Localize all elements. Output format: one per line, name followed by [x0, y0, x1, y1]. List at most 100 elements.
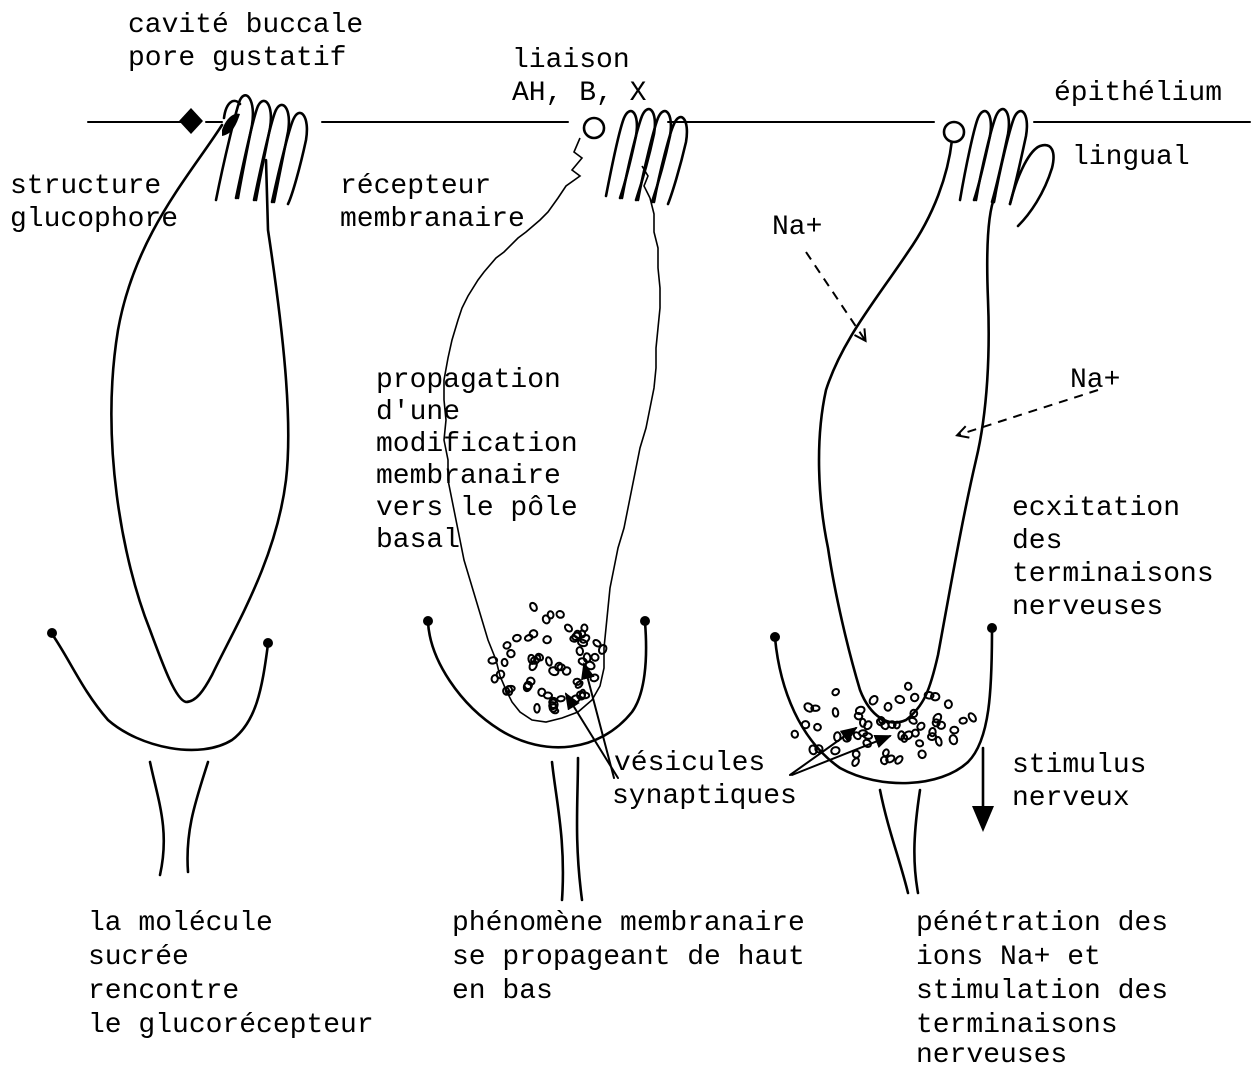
synaptic-vesicle — [863, 732, 873, 739]
label-membranaire: membranaire — [340, 204, 525, 235]
synaptic-vesicle — [831, 688, 840, 697]
vesicle-pointer-arrow-3 — [790, 728, 856, 775]
label-epithelium: épithélium — [1054, 78, 1222, 109]
na-entry-arrow-2 — [958, 390, 1098, 435]
svg-text:phénomène membranaire: phénomène membranaire — [452, 908, 805, 939]
label-recepteur: récepteur — [340, 171, 491, 202]
synaptic-vesicle — [950, 727, 958, 734]
synaptic-vesicle — [791, 730, 799, 738]
synaptic-vesicle — [801, 721, 809, 729]
synaptic-vesicle — [803, 702, 815, 714]
synaptic-vesicle — [895, 695, 905, 704]
synaptic-vesicle — [852, 731, 862, 741]
synaptic-vesicle — [967, 712, 977, 723]
vesicle-pointer-arrow-2 — [584, 664, 614, 778]
synaptic-vesicle — [909, 692, 919, 702]
synaptic-vesicle — [590, 674, 600, 683]
svg-text:synaptiques: synaptiques — [612, 781, 797, 812]
svg-text:propagation: propagation — [376, 365, 561, 396]
receptor-site-circle — [584, 118, 604, 138]
caption-step-1: la molécule sucrée rencontre le glucoréc… — [88, 908, 374, 1041]
svg-text:modification: modification — [376, 429, 578, 460]
synaptic-vesicle — [832, 708, 839, 717]
synaptic-vesicle — [506, 649, 516, 659]
receptor-site-circle-3 — [944, 122, 964, 142]
synaptic-vesicle — [557, 696, 565, 702]
caption-step-2: phénomène membranaire se propageant de h… — [452, 908, 805, 1007]
svg-text:rencontre: rencontre — [88, 976, 239, 1007]
svg-text:terminaisons: terminaisons — [916, 1010, 1118, 1041]
svg-text:pénétration des: pénétration des — [916, 908, 1168, 939]
synaptic-vesicle — [523, 681, 533, 693]
synaptic-vesicle — [917, 749, 927, 759]
synaptic-vesicles-cell-2 — [488, 602, 608, 714]
synaptic-vesicle — [894, 755, 904, 765]
synaptic-vesicle — [929, 728, 936, 737]
synaptic-vesicle — [904, 682, 912, 690]
label-lingual: lingual — [1072, 142, 1190, 173]
synaptic-vesicle — [915, 739, 924, 747]
label-liaison: liaison — [512, 45, 630, 76]
svg-text:membranaire: membranaire — [376, 461, 561, 492]
svg-text:vers le pôle: vers le pôle — [376, 493, 578, 524]
synaptic-vesicle — [524, 634, 533, 642]
synaptic-vesicle — [579, 630, 585, 637]
synaptic-vesicle — [576, 647, 584, 656]
sugar-molecule-diamond — [179, 108, 203, 134]
synaptic-vesicle — [959, 717, 967, 724]
label-na-plus-1: Na+ — [772, 212, 822, 243]
synaptic-vesicle — [538, 689, 545, 697]
synaptic-vesicle — [495, 669, 506, 680]
svg-text:nerveuses: nerveuses — [1012, 592, 1163, 623]
synaptic-vesicle — [564, 623, 574, 633]
label-propagation: propagation d'une modification membranai… — [376, 365, 578, 556]
synaptic-vesicle — [545, 656, 553, 666]
synaptic-vesicle — [501, 658, 508, 666]
label-vesicules-synaptiques: vésicules synaptiques — [612, 748, 797, 812]
stimulus-down-arrow — [972, 748, 994, 832]
synaptic-vesicle — [590, 653, 600, 662]
synaptic-vesicle — [542, 635, 552, 645]
svg-text:stimulation des: stimulation des — [916, 976, 1168, 1007]
synaptic-vesicle — [884, 702, 892, 711]
svg-text:des: des — [1012, 526, 1062, 557]
label-structure: structure — [10, 171, 161, 202]
svg-text:en bas: en bas — [452, 976, 553, 1007]
label-na-plus-2: Na+ — [1070, 365, 1120, 396]
svg-text:terminaisons: terminaisons — [1012, 559, 1214, 590]
synaptic-vesicle — [908, 717, 917, 725]
svg-text:la molécule: la molécule — [88, 908, 273, 939]
synaptic-vesicle — [555, 610, 565, 619]
svg-text:d'une: d'une — [376, 397, 460, 428]
svg-text:nerveuses: nerveuses — [916, 1040, 1067, 1067]
svg-text:basal: basal — [376, 525, 460, 556]
svg-text:se propageant de haut: se propageant de haut — [452, 942, 805, 973]
synaptic-vesicle — [830, 746, 840, 755]
synaptic-vesicle — [945, 700, 953, 708]
svg-text:sucrée: sucrée — [88, 942, 189, 973]
svg-text:nerveux: nerveux — [1012, 783, 1130, 814]
svg-text:stimulus: stimulus — [1012, 750, 1146, 781]
synaptic-vesicle — [851, 757, 860, 767]
label-cavite-buccale: cavité buccale — [128, 10, 363, 41]
synaptic-vesicle — [534, 704, 539, 713]
synaptic-vesicle — [529, 602, 538, 612]
svg-text:vésicules: vésicules — [614, 748, 765, 779]
label-pore-gustatif: pore gustatif — [128, 43, 346, 74]
synaptic-vesicle — [863, 720, 873, 731]
svg-text:ecxitation: ecxitation — [1012, 493, 1180, 524]
synaptic-vesicle — [542, 614, 551, 624]
label-stimulus-nerveux: stimulus nerveux — [1012, 750, 1146, 814]
label-excitation: ecxitation des terminaisons nerveuses — [1012, 493, 1214, 623]
caption-step-3: pénétration des ions Na+ et stimulation … — [916, 908, 1168, 1067]
synaptic-vesicle — [935, 736, 943, 746]
label-liaison-sites: AH, B, X — [512, 78, 647, 109]
synaptic-vesicle — [592, 639, 602, 648]
svg-text:le glucorécepteur: le glucorécepteur — [88, 1010, 374, 1041]
synaptic-vesicle — [868, 694, 879, 706]
synaptic-vesicle — [855, 705, 866, 715]
svg-text:ions Na+ et: ions Na+ et — [916, 942, 1101, 973]
synaptic-vesicle — [502, 641, 511, 650]
synaptic-vesicle — [529, 630, 538, 638]
